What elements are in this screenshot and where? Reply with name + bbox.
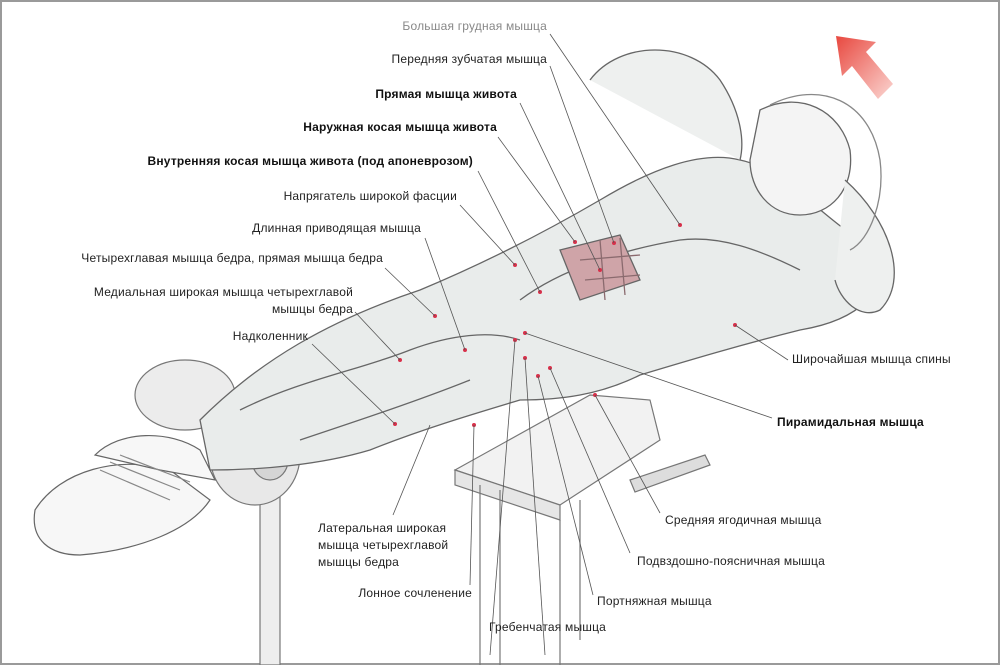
label-sartorius: Портняжная мышца: [597, 594, 712, 608]
leader-lines: [311, 33, 789, 656]
label-pyramidalis: Пирамидальная мышца: [777, 415, 924, 429]
label-pectineus: Гребенчатая мышца: [489, 620, 607, 634]
shoes: [33, 435, 217, 556]
label-patella: Надколенник: [232, 329, 308, 343]
label-external-oblique: Наружная косая мышца живота: [303, 120, 497, 134]
label-vastus-medialis-line1: Медиальная широкая мышца четырехглавой: [93, 285, 353, 299]
label-vastus-lateralis-line2: мышца четырехглавой: [318, 538, 449, 552]
label-iliopsoas: Подвздошно-поясничная мышца: [637, 554, 825, 568]
label-serratus-anterior: Передняя зубчатая мышца: [391, 52, 547, 66]
label-vastus-lateralis: Латеральная широкая мышца четырехглавой …: [318, 520, 448, 571]
body: [199, 49, 895, 471]
label-latissimus-dorsi: Широчайшая мышца спины: [792, 352, 951, 366]
label-vastus-lateralis-line3: мышцы бедра: [318, 555, 400, 569]
label-adductor-longus: Длинная приводящая мышца: [252, 221, 421, 235]
label-rectus-femoris: Четырехглавая мышца бедра, прямая мышца …: [81, 251, 383, 265]
label-rectus-abdominis: Прямая мышца живота: [375, 87, 517, 101]
label-vastus-medialis: Медиальная широкая мышца четырехглавой м…: [94, 284, 353, 318]
label-tensor-fasciae-latae: Напрягатель широкой фасции: [283, 189, 457, 203]
label-vastus-medialis-line2: мышцы бедра: [271, 302, 353, 316]
direction-arrow-icon: [836, 36, 893, 99]
label-pectoralis-major: Большая грудная мышца: [402, 19, 547, 33]
label-vastus-lateralis-line1: Латеральная широкая: [318, 521, 447, 535]
label-gluteus-medius: Средняя ягодичная мышца: [665, 513, 822, 527]
label-pubic-symphysis: Лонное сочленение: [358, 586, 472, 600]
label-internal-oblique: Внутренняя косая мышца живота (под апоне…: [147, 154, 473, 168]
